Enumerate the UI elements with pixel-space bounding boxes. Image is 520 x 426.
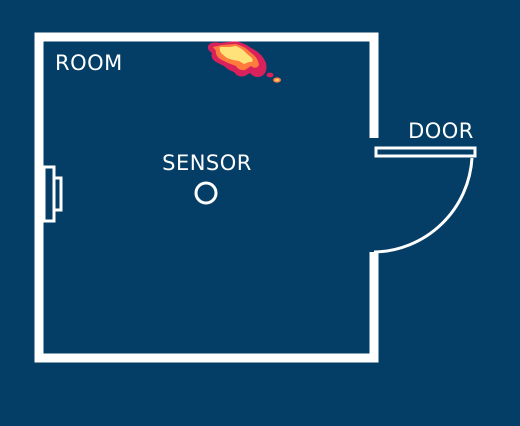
sensor-icon <box>194 181 218 205</box>
door-icon <box>373 146 477 254</box>
room-label: ROOM <box>55 51 123 75</box>
heat-blob-icon <box>207 41 281 83</box>
door-label: DOOR <box>408 119 474 143</box>
room-walls <box>34 32 379 363</box>
window-icon <box>42 165 63 223</box>
sensor-label: SENSOR <box>162 151 252 175</box>
